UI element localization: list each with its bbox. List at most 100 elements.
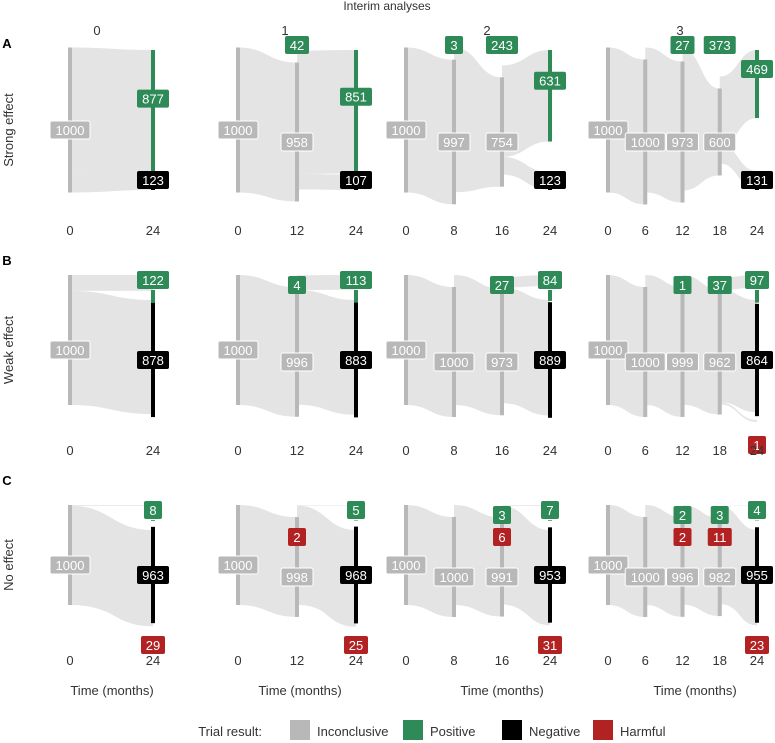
panel-0-2-positive-label-1: 3	[450, 38, 457, 53]
panel-1-3-positive-label-2-box	[673, 276, 692, 294]
panel-1-2-inconclusive-label-2-box	[485, 352, 519, 372]
panel-1-0-positive-final-label-box	[137, 271, 169, 289]
legend-label-1: Positive	[430, 724, 476, 739]
panel-0-2-inconclusive-label-1: 997	[443, 135, 465, 150]
panel-0-2-tick-2: 16	[495, 223, 509, 238]
panel-0-1-flow-0	[238, 47, 297, 202]
panel-1-2-flow-0	[406, 275, 454, 417]
panel-0-0-tick-0: 0	[66, 223, 73, 238]
panel-0-1-tick-1: 12	[290, 223, 304, 238]
panel-1-1-tick-2: 24	[349, 443, 363, 458]
panel-0-2-negative-label-box	[534, 171, 566, 189]
panel-2-0-positive-bar	[151, 520, 155, 521]
panel-2-3-inconclusive-bar-1	[643, 517, 648, 617]
panel-2-1-harmful-label-box	[344, 636, 368, 654]
panel-2-0-flow-positive	[70, 505, 153, 506]
panel-0-3-tick-1: 6	[642, 223, 649, 238]
panel-1-2-inconclusive-bar-2	[500, 288, 504, 416]
panel-0-3-negative-label: 131	[746, 173, 768, 188]
panel-2-1-inconclusive-bar-1	[295, 517, 299, 617]
panel-1-0-tick-0: 0	[66, 443, 73, 458]
panel-1-3-positive-label-3-box	[707, 276, 732, 294]
row-letter-B: B	[2, 253, 11, 268]
panel-2-3-negative-label: 955	[746, 568, 768, 583]
panel-2-1-flow-0	[238, 505, 297, 617]
panel-0-1-negative-label: 107	[345, 173, 367, 188]
panel-0-0-positive-final-label: 877	[142, 92, 164, 107]
panel-1-3-inconclusive-label-0: 1000	[594, 343, 623, 358]
panel-1-1-negative-label: 883	[345, 353, 367, 368]
figure-title: Interim analyses	[343, 0, 430, 13]
x-axis-label-3: Time (months)	[653, 683, 736, 698]
panel-0-1-tick-2: 24	[349, 223, 363, 238]
panel-1-2-inconclusive-label-1-box	[433, 352, 475, 372]
panel-2-3-positive-label-3-box	[710, 506, 729, 524]
panel-2-3-negative-label-box	[741, 566, 773, 584]
panel-2-1-tick-1: 12	[290, 653, 304, 668]
panel-2-0-harmful-label: 29	[146, 638, 160, 653]
panel-1-2-tick-3: 24	[543, 443, 557, 458]
panel-2-1-inconclusive-label-1-box	[280, 567, 314, 587]
panel-2-2-harmful-interim-label-2-box	[493, 528, 511, 546]
panel-0-2-tick-0: 0	[402, 223, 409, 238]
panel-2-1-inconclusive-label-1: 998	[286, 570, 308, 585]
panel-0-3-inconclusive-bar-0	[606, 47, 610, 193]
panel-2-2-flow-negative	[502, 506, 550, 626]
panel-1-2-inconclusive-label-0-box	[385, 340, 427, 360]
panel-1-1-flow-negative	[297, 289, 356, 415]
panel-0-1-inconclusive-label-1-box	[280, 132, 314, 152]
panel-2-2-positive-label-2-box	[493, 506, 511, 524]
panel-0-2-inconclusive-label-2: 754	[491, 135, 513, 150]
panel-1-3-positive-label-3: 37	[713, 278, 727, 293]
panel-0-0-positive-final-label-box	[137, 89, 169, 108]
panel-1-3-harmful-label-box	[748, 436, 766, 454]
x-axis-label-0: Time (months)	[70, 683, 153, 698]
panel-0-2-positive-label-2: 243	[491, 38, 513, 53]
legend-swatch-0	[290, 720, 310, 740]
panel-2-3-inconclusive-label-1-box	[624, 567, 666, 587]
panel-0-1-flow-positive	[297, 50, 356, 174]
panel-0-3-positive-final-label-box	[741, 60, 773, 79]
panel-2-0-negative-label-box	[137, 566, 169, 584]
panel-1-3-flow-harmful	[719, 402, 757, 422]
panel-1-1-inconclusive-bar-1	[295, 287, 299, 417]
panel-0-3-inconclusive-label-1-box	[624, 132, 666, 152]
panel-2-3-harmful-interim-label-3-box	[707, 528, 732, 546]
panel-2-3-inconclusive-label-2-box	[666, 567, 699, 587]
panel-0-2-flow-0	[406, 47, 454, 205]
panel-2-3-inconclusive-label-2: 996	[672, 570, 694, 585]
panel-2-0-inconclusive-label-0-box	[49, 555, 91, 575]
panel-0-3-positive-final-label: 469	[746, 62, 768, 77]
panel-2-3-inconclusive-label-3-box	[703, 567, 737, 587]
panel-2-3-positive-final-label-box	[748, 501, 766, 519]
panel-1-2-flow-negative	[502, 287, 550, 416]
panel-2-3-tick-2: 12	[675, 653, 689, 668]
x-axis-label-1: Time (months)	[258, 683, 341, 698]
panel-2-2-flow-harmful	[502, 601, 550, 624]
panel-1-3-inconclusive-label-1-box	[624, 352, 666, 372]
panel-0-1-positive-final-label: 851	[345, 90, 367, 105]
legend-swatch-3	[593, 720, 613, 740]
legend-swatch-2	[502, 720, 522, 740]
panel-2-3-tick-1: 6	[642, 653, 649, 668]
panel-0-0-flow-negative	[70, 172, 153, 193]
panel-1-2-negative-label-box	[534, 351, 566, 369]
panel-0-1-positive-bar	[354, 50, 358, 174]
row-title-1: Weak effect	[1, 316, 16, 385]
panel-2-2-tick-0: 0	[402, 653, 409, 668]
panel-0-3-inconclusive-label-1: 1000	[631, 135, 660, 150]
panel-0-0-inconclusive-bar-0	[68, 47, 72, 193]
panel-1-3-inconclusive-label-3-box	[703, 352, 737, 372]
panel-1-3-inconclusive-bar-3	[717, 289, 722, 415]
panel-1-1-tick-1: 12	[290, 443, 304, 458]
panel-2-3-tick-4: 24	[750, 653, 764, 668]
panel-0-1-positive-final-label-box	[340, 87, 372, 106]
panel-2-1-inconclusive-label-0-box	[217, 555, 259, 575]
panel-0-2-inconclusive-bar-2	[500, 77, 504, 187]
panel-2-0-inconclusive-bar-0	[68, 505, 72, 605]
panel-2-3-positive-final-label: 4	[753, 503, 760, 518]
panel-1-1-inconclusive-label-0: 1000	[224, 343, 253, 358]
panel-2-1-negative-label-box	[340, 566, 372, 584]
panel-0-2-negative-label: 123	[539, 173, 561, 188]
panel-1-3-flow-2	[682, 275, 720, 415]
